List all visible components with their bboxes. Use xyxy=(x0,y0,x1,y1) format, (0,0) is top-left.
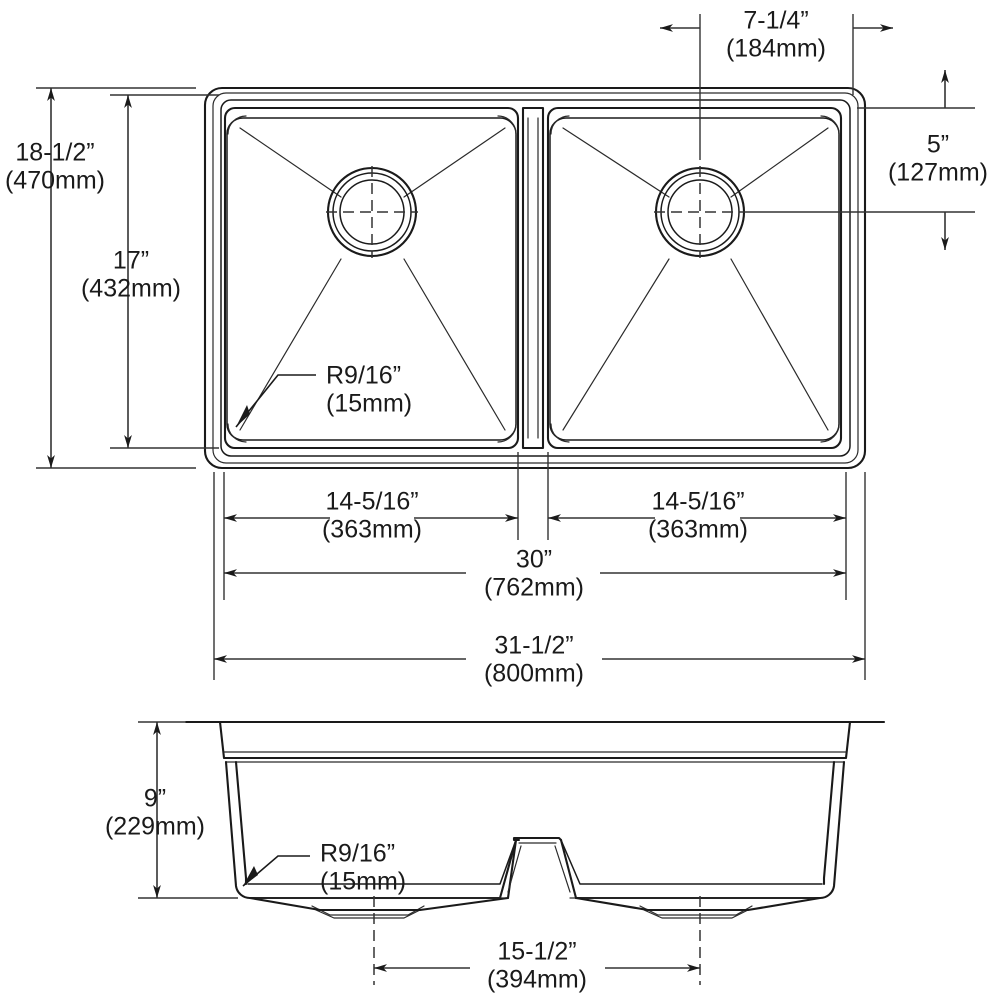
dimension-overall-depth-outer: 18-1/2” (470mm) xyxy=(5,87,196,469)
left-bowl xyxy=(223,106,520,450)
left-drain-centerline xyxy=(326,166,418,258)
callout-corner-radius-elevation: R9/16” (15mm) xyxy=(242,840,406,896)
dim-label-imperial: 7-1/4” xyxy=(743,7,808,35)
dimension-overall-width-outer: 31-1/2” (800mm) xyxy=(213,472,866,688)
dim-label-imperial: 9” xyxy=(144,785,166,813)
right-bowl xyxy=(546,106,843,450)
dim-label-metric: (363mm) xyxy=(322,516,422,544)
dimension-bowl-depth-inner: 17” (432mm) xyxy=(81,94,219,449)
elevation-right-basin xyxy=(560,760,846,919)
right-drain-centerline xyxy=(654,166,746,258)
dim-label-metric: (229mm) xyxy=(105,813,205,841)
dim-label-imperial: R9/16” xyxy=(326,362,401,390)
dim-label-metric: (363mm) xyxy=(648,516,748,544)
dim-label-metric: (127mm) xyxy=(888,159,988,187)
dimension-bowl-height: 9” (229mm) xyxy=(105,721,238,899)
dim-label-metric: (762mm) xyxy=(484,574,584,602)
dim-label-metric: (15mm) xyxy=(326,390,412,418)
dimension-overall-width-inner: 30” (762mm) xyxy=(223,540,847,602)
dim-label-metric: (800mm) xyxy=(484,660,584,688)
dimension-drain-from-right: 7-1/4” (184mm) xyxy=(660,7,893,160)
dim-label-metric: (394mm) xyxy=(487,966,587,994)
front-elevation-view: 9” (229mm) R9/16” (15mm) 15-1/2” (394mm) xyxy=(105,720,886,994)
dimension-bowl-width-right: 14-5/16” (363mm) xyxy=(547,452,847,544)
elevation-rim xyxy=(184,720,886,763)
callout-corner-radius-top: R9/16” (15mm) xyxy=(235,362,412,428)
dimension-drain-spacing: 15-1/2” (394mm) xyxy=(373,896,701,994)
dim-label-imperial: 5” xyxy=(927,131,949,159)
dim-label-metric: (15mm) xyxy=(320,868,406,896)
dim-label-metric: (432mm) xyxy=(81,275,181,303)
sink-outer-rim xyxy=(203,86,867,470)
dimension-drain-from-back: 5” (127mm) xyxy=(746,70,988,250)
dimension-bowl-width-left: 14-5/16” (363mm) xyxy=(223,452,519,544)
dim-label-imperial: R9/16” xyxy=(320,840,395,868)
dim-label-imperial: 14-5/16” xyxy=(325,488,418,516)
dim-label-imperial: 18-1/2” xyxy=(15,139,94,167)
dim-label-imperial: 14-5/16” xyxy=(651,488,744,516)
top-view: 7-1/4” (184mm) 18-1/2” (470mm) 17” (432m… xyxy=(5,7,988,688)
dim-label-metric: (470mm) xyxy=(5,167,105,195)
dim-label-imperial: 15-1/2” xyxy=(497,938,576,966)
elevation-left-basin xyxy=(224,760,518,919)
dim-label-imperial: 30” xyxy=(516,546,552,574)
dim-label-imperial: 17” xyxy=(113,247,149,275)
elevation-center-divider xyxy=(506,836,578,900)
center-divider xyxy=(521,106,545,450)
sink-rim-ledge xyxy=(220,99,851,457)
dim-label-metric: (184mm) xyxy=(726,35,826,63)
dim-label-imperial: 31-1/2” xyxy=(494,632,573,660)
